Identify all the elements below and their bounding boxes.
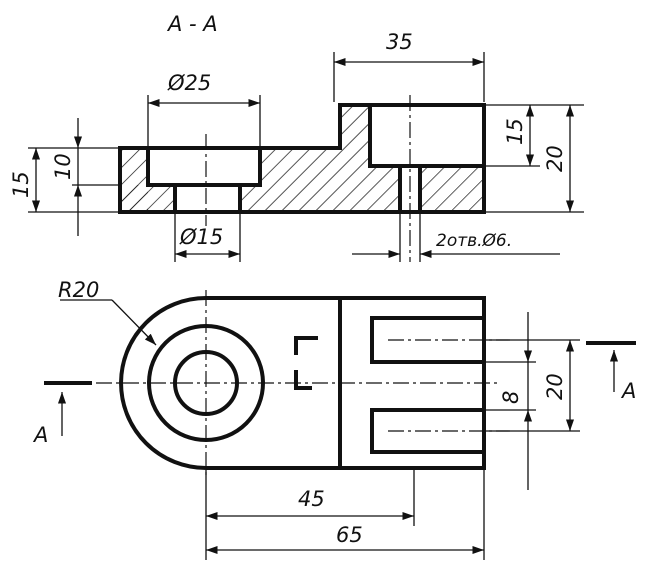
dim-dia25: Ø25 bbox=[147, 71, 261, 146]
dim-45-label: 45 bbox=[298, 487, 325, 511]
dim-20-spacing: 20 bbox=[486, 339, 580, 432]
section-marker-left-label: A bbox=[32, 423, 48, 447]
section-view bbox=[118, 95, 486, 262]
section-marker-right: A bbox=[586, 341, 636, 403]
lower-slot bbox=[370, 408, 484, 454]
dim-r20-label: R20 bbox=[58, 278, 99, 302]
section-outline bbox=[118, 103, 486, 214]
dim-two-holes: 2отв.Ø6. bbox=[352, 214, 560, 262]
step-mark-top bbox=[294, 336, 318, 355]
dim-8-label: 8 bbox=[499, 391, 523, 404]
dim-two-holes-label: 2отв.Ø6. bbox=[436, 231, 512, 251]
dim-20-right: 20 bbox=[486, 105, 584, 213]
dim-15-left-label: 15 bbox=[9, 171, 33, 198]
section-marker-right-label: A bbox=[620, 379, 636, 403]
plan-view bbox=[96, 290, 510, 476]
plan-outline bbox=[119, 296, 486, 470]
upper-slot bbox=[370, 316, 484, 364]
dim-20-right-label: 20 bbox=[543, 145, 567, 172]
dim-10: 10 bbox=[51, 118, 118, 236]
section-title: A - A bbox=[166, 12, 218, 36]
dim-45: 45 bbox=[205, 470, 415, 560]
dim-35-label: 35 bbox=[386, 30, 413, 54]
dim-15-right-label: 15 bbox=[503, 118, 527, 145]
dim-65-label: 65 bbox=[336, 523, 363, 547]
section-hatching bbox=[120, 105, 484, 212]
dim-8: 8 bbox=[486, 312, 536, 490]
dim-20-spacing-label: 20 bbox=[543, 373, 567, 400]
section-marker-left: A bbox=[32, 381, 92, 447]
dim-dia25-label: Ø25 bbox=[167, 71, 211, 95]
dim-r20: R20 bbox=[58, 278, 157, 346]
dim-65: 65 bbox=[206, 470, 485, 560]
counterbore-outline bbox=[146, 148, 262, 212]
dim-35: 35 bbox=[333, 30, 485, 102]
pocket-outline bbox=[368, 105, 484, 212]
dim-15-right: 15 bbox=[486, 104, 584, 167]
dim-15-left: 15 bbox=[9, 147, 118, 213]
step-mark-bottom bbox=[294, 370, 312, 390]
dim-dia15: Ø15 bbox=[174, 214, 241, 262]
dim-dia15-label: Ø15 bbox=[179, 225, 223, 249]
dim-10-label: 10 bbox=[51, 153, 75, 180]
